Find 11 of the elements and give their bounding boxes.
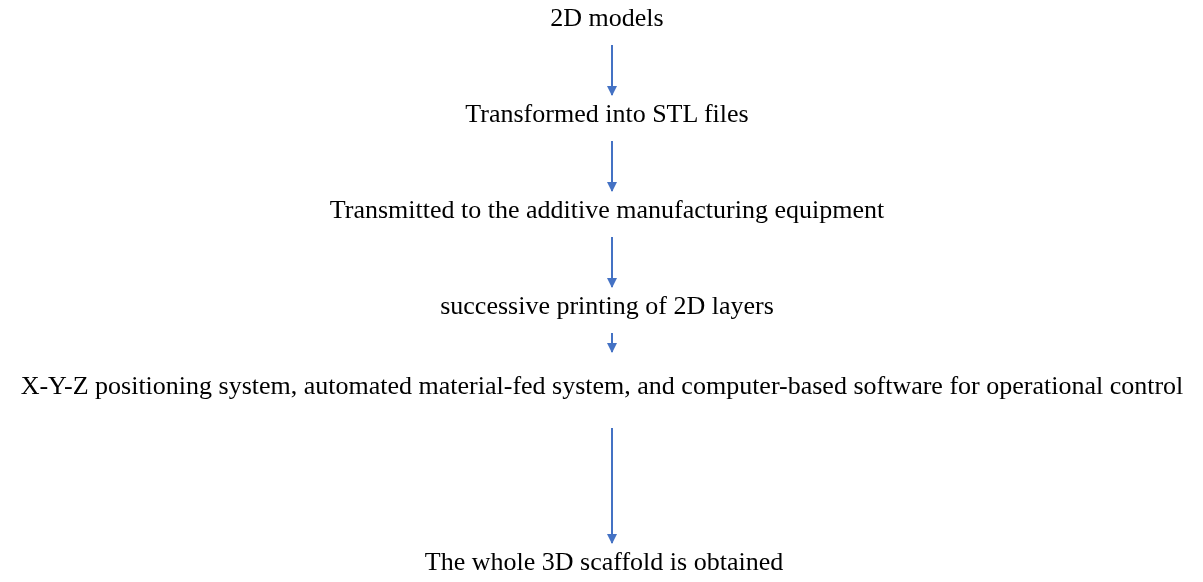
arrow: [607, 427, 617, 544]
step-text: The whole 3D scaffold is obtained: [424, 547, 784, 577]
step-text: successive printing of 2D layers: [440, 291, 774, 321]
step-text: Transmitted to the additive manufacturing equipment: [329, 195, 885, 225]
step-text: X-Y-Z positioning system, automated material-fed system, and computer-based software for operational control: [6, 356, 1198, 416]
arrow: [607, 44, 617, 96]
step-text: Transformed into STL files: [465, 99, 749, 129]
step-text: 2D models: [550, 3, 664, 33]
arrow: [607, 332, 617, 353]
arrow: [607, 140, 617, 192]
arrow: [607, 236, 617, 288]
